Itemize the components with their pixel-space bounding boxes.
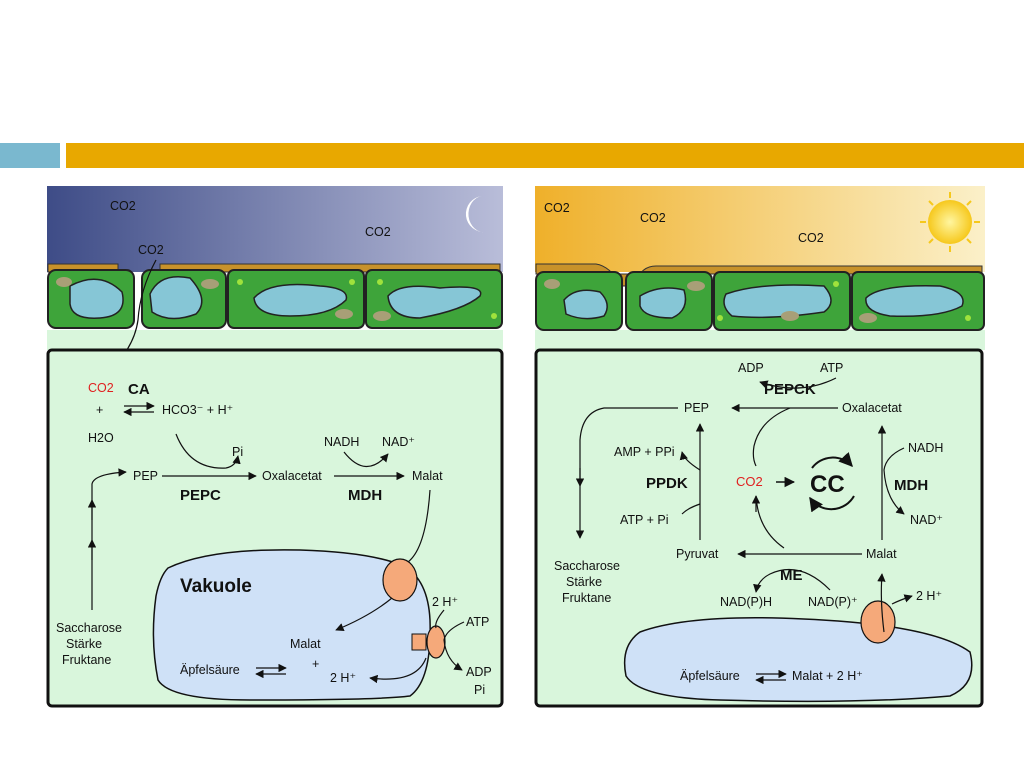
day-panel: CO2 CO2 CO2 ADP ATP PEPCK PEP Oxalacetat… — [534, 186, 985, 708]
day-atp: ATP — [820, 361, 843, 375]
day-nadh: NADH — [908, 441, 943, 455]
night-pi: Pi — [232, 445, 243, 459]
day-sky — [535, 186, 985, 272]
night-panel: CO2 CO2 CO2 CO2 CA + H2O HCO3⁻ + H⁺ PEP … — [46, 186, 504, 708]
sun-icon — [920, 192, 980, 252]
night-atp: ATP — [466, 615, 489, 629]
day-pepck: PEPCK — [764, 381, 816, 398]
night-proton-pump — [426, 625, 446, 659]
night-malat: Malat — [412, 469, 443, 483]
night-nad: NAD⁺ — [382, 435, 415, 449]
night-saccharose: Saccharose — [56, 621, 122, 635]
night-two-h-top: 2 H⁺ — [432, 595, 458, 609]
night-sky — [47, 186, 503, 272]
night-sky-co2-3: CO2 — [365, 225, 391, 239]
day-ppdk: PPDK — [646, 475, 688, 492]
night-plus: + — [96, 403, 103, 417]
day-sky-co2-3: CO2 — [798, 231, 824, 245]
day-sky-co2-1: CO2 — [544, 201, 570, 215]
day-leaf-base — [535, 330, 985, 350]
day-atp-pi: ATP + Pi — [620, 513, 669, 527]
night-leaf-base — [47, 330, 503, 350]
night-vacuole — [152, 549, 431, 701]
calvin-cycle-icon — [809, 451, 855, 513]
day-sky-co2-2: CO2 — [640, 211, 666, 225]
night-fruktane: Fruktane — [62, 653, 111, 667]
day-two-h: 2 H⁺ — [916, 589, 942, 603]
day-adp: ADP — [738, 361, 764, 375]
night-nadh: NADH — [324, 435, 359, 449]
night-staerke: Stärke — [66, 637, 102, 651]
day-saccharose: Saccharose — [554, 559, 620, 573]
night-mdh: MDH — [348, 487, 382, 504]
night-adp: ADP — [466, 665, 492, 679]
night-sky-co2-1: CO2 — [110, 199, 136, 213]
night-h2o: H2O — [88, 431, 114, 445]
night-pi-out: Pi — [474, 683, 485, 697]
day-cc: CC — [810, 471, 845, 498]
day-co2: CO2 — [736, 474, 763, 489]
night-ca-label: CA — [128, 381, 150, 398]
day-nad: NAD⁺ — [910, 513, 943, 527]
day-malate-transporter — [860, 600, 896, 644]
day-me: ME — [780, 567, 803, 584]
day-mdh: MDH — [894, 477, 928, 494]
night-two-h-in: 2 H⁺ — [330, 671, 356, 685]
night-malat-vac: Malat — [290, 637, 321, 651]
day-malat-2h: Malat + 2 H⁺ — [792, 669, 863, 683]
day-apfelsaeure: Äpfelsäure — [680, 669, 740, 683]
night-sky-co2-2: CO2 — [138, 243, 164, 257]
night-oxalacetat: Oxalacetat — [262, 469, 322, 483]
night-malate-transporter — [382, 558, 418, 602]
night-co2-label: CO2 — [88, 381, 114, 395]
day-pep: PEP — [684, 401, 709, 415]
header-bar-right — [66, 143, 1024, 168]
night-pepc: PEPC — [180, 487, 221, 504]
header-bar-left — [0, 143, 60, 168]
day-pyruvat: Pyruvat — [676, 547, 719, 561]
night-vakuole-label: Vakuole — [180, 576, 252, 597]
night-plus-vac: + — [312, 657, 319, 671]
night-apfelsaeure: Äpfelsäure — [180, 663, 240, 677]
day-oxalacetat: Oxalacetat — [842, 401, 902, 415]
day-fruktane: Fruktane — [562, 591, 611, 605]
day-malat: Malat — [866, 547, 897, 561]
day-staerke: Stärke — [566, 575, 602, 589]
night-pep: PEP — [133, 469, 158, 483]
night-hco3: HCO3⁻ + H⁺ — [162, 403, 233, 417]
day-amp-ppi: AMP + PPi — [614, 445, 675, 459]
day-nadph: NAD(P)H — [720, 595, 772, 609]
day-nadp: NAD(P)⁺ — [808, 595, 858, 609]
